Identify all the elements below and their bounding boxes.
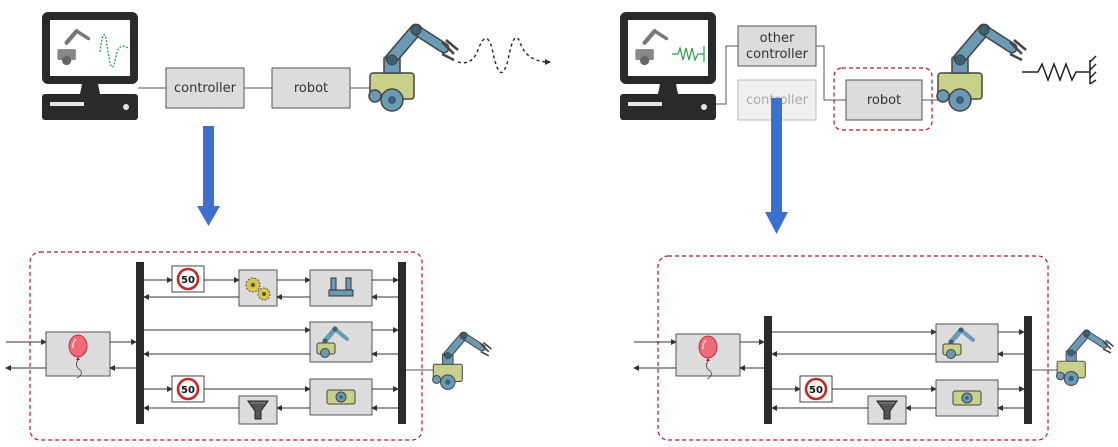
- trajectory-path: [457, 37, 551, 74]
- right-bus-bar: [1024, 316, 1032, 424]
- robot-base-icon: [326, 389, 356, 405]
- other-controller-label-line2: controller: [746, 47, 809, 62]
- spring-icon: [1022, 55, 1097, 85]
- right-panel: other controller controller robot: [620, 12, 1113, 441]
- gears-box[interactable]: [238, 269, 278, 307]
- gripper-box[interactable]: [309, 269, 373, 307]
- left-panel: controller robot: [5, 12, 551, 441]
- rate-limit-sign-bottom[interactable]: 50: [170, 374, 206, 404]
- robot-arm-icon: [369, 25, 458, 111]
- rate-limit-value: 50: [181, 275, 195, 286]
- robot-box[interactable]: robot: [271, 67, 351, 109]
- balloon-box[interactable]: [45, 331, 111, 379]
- robot-base-icon: [952, 390, 982, 406]
- filter-box[interactable]: [238, 395, 278, 425]
- robot-base-box[interactable]: [309, 378, 373, 416]
- pipeline-panel: 50: [633, 255, 1062, 441]
- rate-limit-sign[interactable]: 50: [798, 374, 834, 404]
- rate-limit-value: 50: [809, 385, 823, 396]
- right-bus-bar: [398, 262, 406, 424]
- left-bus-bar: [136, 262, 144, 424]
- filter-box[interactable]: [867, 395, 907, 425]
- left-bus-bar: [764, 316, 772, 424]
- rate-limit-value: 50: [181, 385, 195, 396]
- robot-box[interactable]: robot: [845, 79, 923, 121]
- balloon-box[interactable]: [675, 333, 741, 380]
- rate-limit-sign-top[interactable]: 50: [170, 264, 206, 294]
- robot-arm-icon: [937, 25, 1026, 111]
- robot-base-box[interactable]: [935, 379, 999, 417]
- computer-icon: [620, 12, 716, 120]
- pipeline-panel: 50: [5, 251, 436, 441]
- output-robot-icon: [433, 333, 492, 390]
- other-controller-box[interactable]: other controller: [737, 25, 817, 67]
- robot-label: robot: [867, 93, 901, 108]
- computer-icon: [42, 12, 138, 120]
- down-arrow-icon: [765, 98, 788, 234]
- controller-label: controller: [174, 81, 237, 96]
- other-controller-label-line1: other: [760, 31, 795, 46]
- down-arrow-icon: [197, 126, 220, 226]
- robot-label: robot: [294, 81, 328, 96]
- controller-box[interactable]: controller: [165, 67, 245, 109]
- robot-arm-box[interactable]: [309, 321, 373, 363]
- output-robot-icon: [1056, 330, 1113, 385]
- robot-arm-box[interactable]: [935, 323, 999, 363]
